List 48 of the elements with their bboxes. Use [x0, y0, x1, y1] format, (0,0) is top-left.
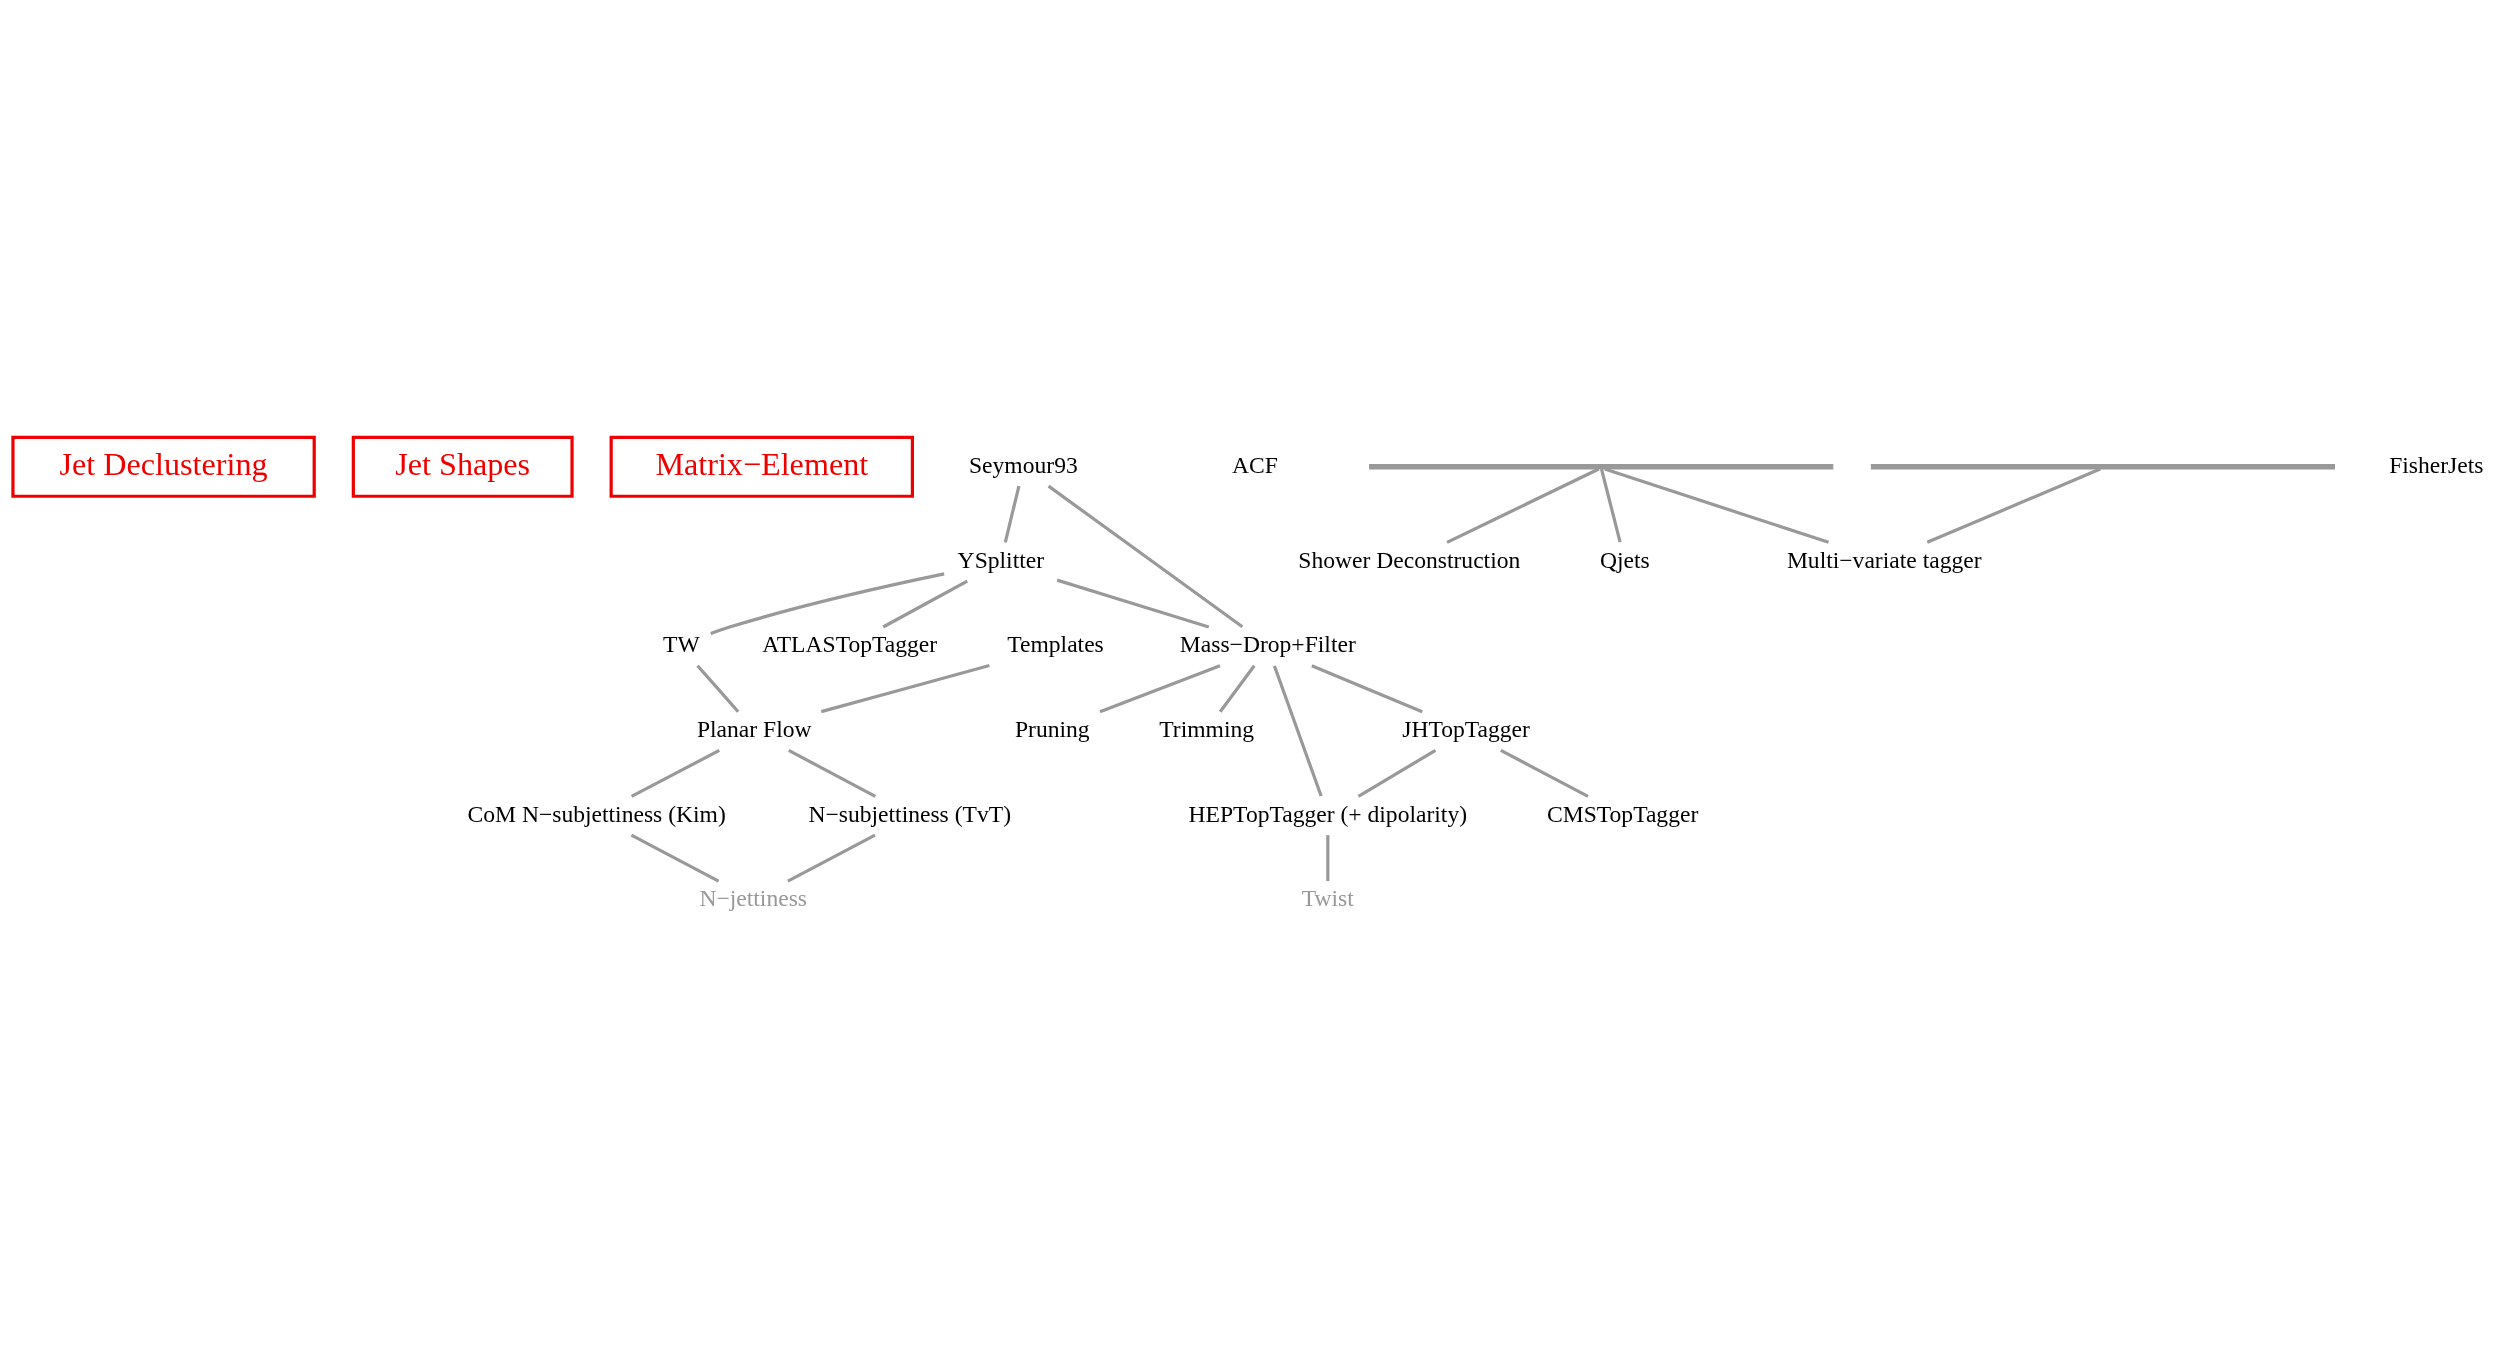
node-text: Multi−variate tagger: [1786, 546, 1982, 573]
connector: [1311, 664, 1423, 714]
connector: [1926, 467, 2101, 544]
node-text: Qjets: [1599, 546, 1650, 573]
node-bar: [1870, 464, 2335, 470]
connector: [1003, 485, 1021, 543]
connector: [882, 579, 969, 629]
node-text: FisherJets: [2389, 451, 2484, 478]
connector: [787, 833, 876, 883]
node-text: Shower Deconstruction: [1298, 546, 1521, 573]
node-text: N−jettiness: [699, 885, 808, 912]
connector: [630, 833, 720, 883]
node-text: ACF: [1231, 451, 1278, 478]
node-text: HEPTopTagger (+ dipolarity): [1188, 800, 1468, 827]
connector: [1218, 664, 1256, 713]
connector: [1604, 467, 1830, 544]
connector: [1357, 749, 1437, 798]
node-box: Jet Declustering: [11, 435, 316, 498]
node-text: Twist: [1301, 885, 1354, 912]
node-text: Seymour93: [969, 451, 1078, 478]
connector: [630, 749, 721, 798]
node-text: Pruning: [1014, 716, 1090, 743]
node-bar: [1369, 464, 1834, 470]
node-text: Planar Flow: [696, 716, 812, 743]
connector: [788, 749, 877, 798]
node-text: YSplitter: [957, 546, 1045, 573]
connector: [710, 572, 945, 635]
node-text: Mass−Drop+Filter: [1179, 631, 1356, 658]
node-text: TW: [663, 631, 700, 658]
node-text: JHTopTagger: [1402, 716, 1530, 743]
connector: [1056, 578, 1210, 629]
node-box: Jet Shapes: [351, 435, 574, 498]
connector: [696, 664, 740, 713]
node-text: N−subjettiness (TvT): [808, 800, 1011, 827]
node-box: Matrix−Element: [609, 435, 914, 498]
connector: [1047, 484, 1244, 629]
node-text: CMSTopTagger: [1547, 800, 1699, 827]
connector: [1272, 665, 1323, 797]
connector: [1446, 467, 1600, 544]
node-text: ATLASTopTagger: [762, 631, 938, 658]
node-text: Trimming: [1159, 716, 1255, 743]
node-text: Templates: [1007, 631, 1104, 658]
connector: [1099, 664, 1221, 714]
node-text: CoM N−subjettiness (Kim): [467, 800, 726, 827]
connector: [1500, 749, 1589, 798]
connector: [1326, 835, 1330, 882]
connector: [820, 663, 990, 714]
connector: [1599, 468, 1622, 543]
